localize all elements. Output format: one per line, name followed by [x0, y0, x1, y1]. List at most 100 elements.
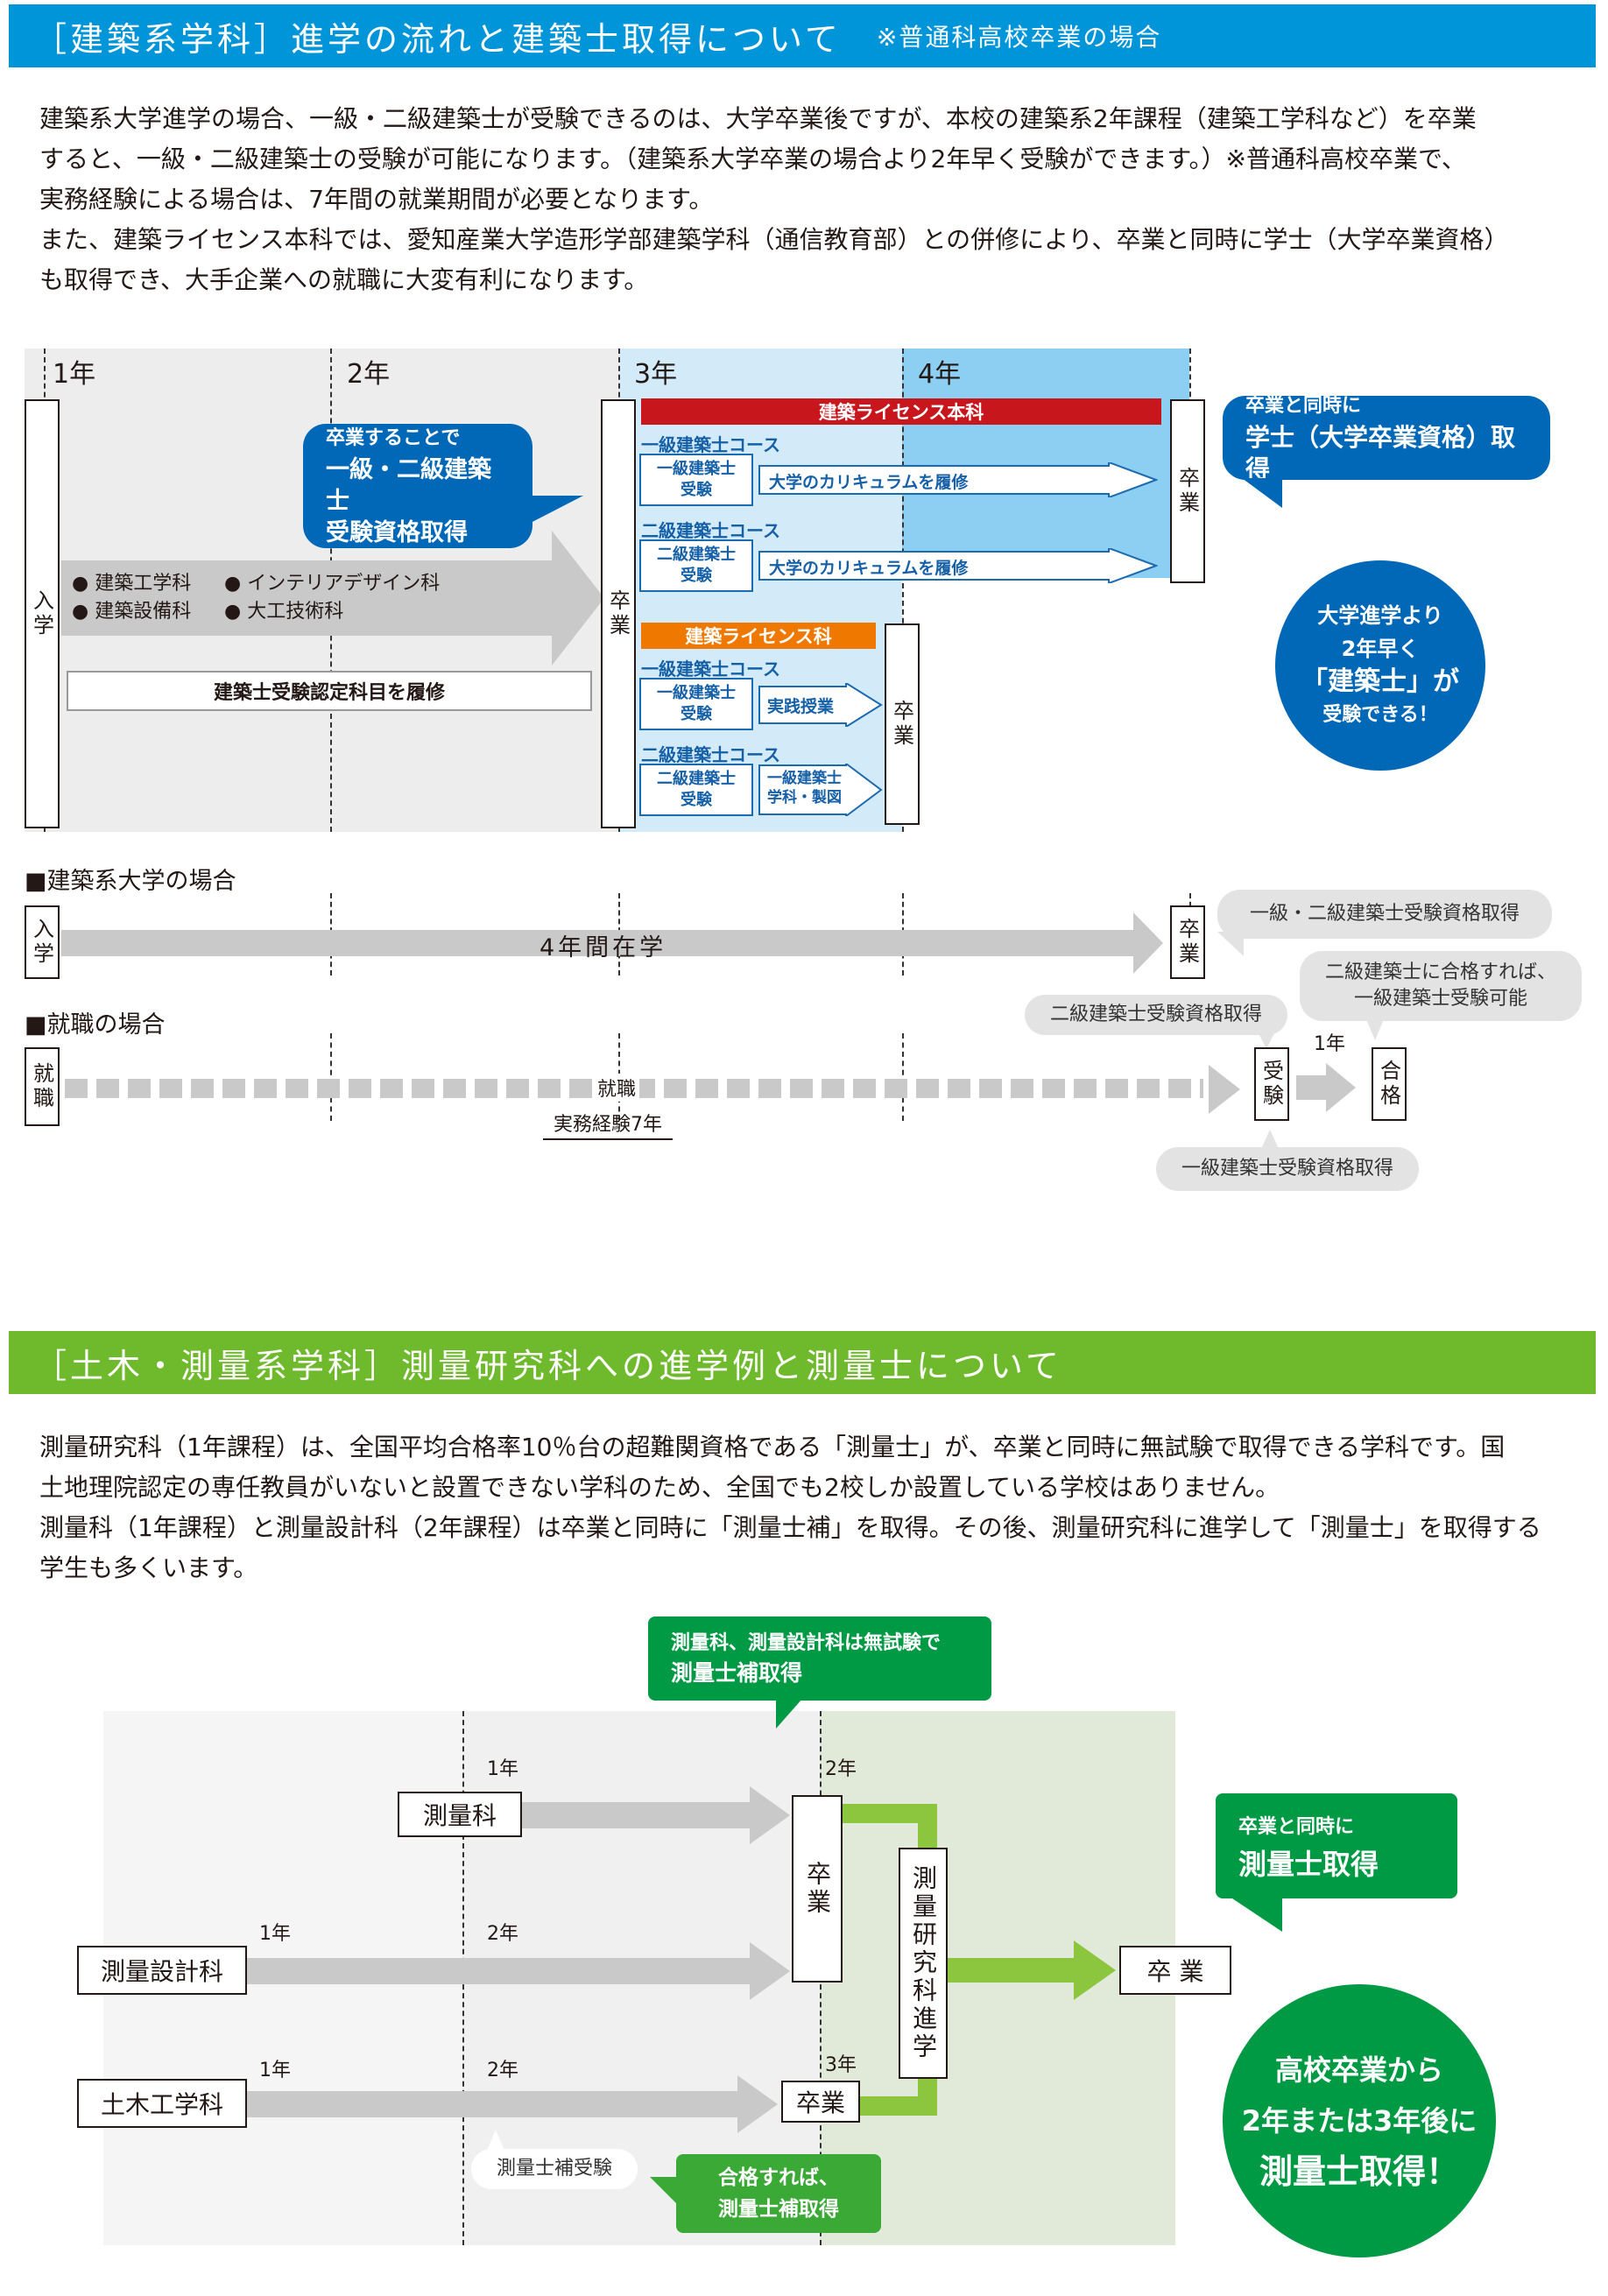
arrow-head — [1209, 1065, 1240, 1114]
bubble-line: 卒業と同時に — [1238, 1816, 1355, 1838]
course-label-2: 二級建築士コース — [641, 520, 780, 541]
early-exam-circle: 大学進学より 2年早く 「建築士」が 受験できる！ — [1275, 560, 1485, 771]
arrow-shape — [758, 461, 1159, 499]
practice-arrow: 実践授業 — [758, 681, 883, 729]
bubble-tail — [776, 1699, 802, 1729]
bubble-line: 卒業することで — [326, 427, 461, 449]
hojo-bubble: 測量科、測量設計科は無試験で 測量士補取得 — [648, 1616, 991, 1701]
civil-section-header: ［土木・測量系学科］測量研究科への進学例と測量士について — [9, 1331, 1596, 1394]
civil-pass-bubble: 合格すれば、 測量士補取得 — [676, 2154, 881, 2233]
bubble-line: 測量士補取得 — [718, 2198, 839, 2221]
bubble-line: 測量士補受験 — [496, 2158, 612, 2180]
one-year-label: 1年 — [1314, 1033, 1345, 1055]
arch-para-line: 建築系大学進学の場合、一級・二級建築士が受験できるのは、大学卒業後ですが、本校の… — [39, 104, 1477, 133]
bubble-line: 卒業と同時に — [1245, 395, 1362, 417]
green-arrow — [948, 1958, 1074, 1983]
qualification-bubble: 卒業することで 一級・二級建築士 受験資格取得 — [303, 424, 532, 548]
graduation-box: 卒業 — [885, 623, 920, 825]
graduation-box: 卒業 — [601, 399, 636, 828]
bubble-line: 一級建築士受験可能 — [1353, 988, 1527, 1010]
civil-para-line: 測量研究科（1年課程）は、全国平均合格率10％台の超難関資格である「測量士」が、… — [39, 1433, 1506, 1461]
arrow-head — [1326, 1063, 1356, 1112]
gokaku-box: 合格 — [1372, 1047, 1407, 1121]
arrow-head — [750, 1786, 790, 1844]
circle-line: 2年または3年後に — [1241, 2104, 1478, 2138]
nikyu-bubble: 二級建築士受験資格取得 — [1025, 995, 1287, 1035]
row-arrow — [247, 2091, 737, 2117]
arch-header-title: ［建築系学科］進学の流れと建築士取得について — [33, 19, 842, 59]
year-label: 1年 — [259, 1923, 291, 1945]
bachelor-bubble: 卒業と同時に 学士（大学卒業資格）取得 — [1223, 395, 1550, 483]
arrow-shape — [758, 681, 883, 729]
curriculum-text: 大学のカリキュラムを履修 — [769, 473, 969, 492]
year-label: 2年 — [487, 1923, 518, 1945]
kamoku-box: 建築士受験認定科目を履修 — [67, 671, 592, 711]
bubble-tail — [1258, 1032, 1275, 1049]
exam-box: 二級建築士 受験 — [639, 764, 753, 816]
year-label: 3年 — [825, 2054, 857, 2076]
civil-para-line: 学生も多くいます。 — [39, 1553, 258, 1582]
civil-para-line: 測量科（1年課程）と測量設計科（2年課程）は卒業と同時に「測量士補」を取得。その… — [39, 1513, 1541, 1542]
year-label: 1年 — [53, 359, 96, 390]
sokuryo-box: 測量科 — [398, 1792, 522, 1837]
civil-para-line: 土地理院認定の専任教員がいないと設置できない学科のため、全国でも2校しか設置して… — [39, 1473, 1280, 1502]
circle-line: 受験できる！ — [1322, 704, 1438, 726]
bubble-tail — [1242, 478, 1282, 508]
univ-text: 4年間在学 — [540, 934, 667, 961]
shushoku-box: 就職 — [25, 1047, 60, 1126]
arch-para-line: すると、一級・二級建築士の受験が可能になります。（建築系大学卒業の場合より2年早… — [39, 144, 1466, 173]
exam-box: 一級建築士 受験 — [639, 454, 753, 506]
bubble-tail — [1230, 1897, 1282, 1932]
row-arrow — [522, 1802, 750, 1828]
job-text: 就職 — [594, 1074, 640, 1102]
graduation-box: 卒業 — [1170, 399, 1205, 583]
arch-header-note: ※普通科高校卒業の場合 — [876, 23, 1162, 52]
bubble-tail — [1217, 932, 1244, 956]
job-exp: 実務経験7年 — [543, 1109, 673, 1140]
doboku-graduation-box: 卒業 — [781, 2081, 860, 2123]
entry-box: 入学 — [25, 399, 60, 828]
univ-label: ■建築系大学の場合 — [25, 868, 236, 895]
civil-final-bubble: 卒業と同時に 測量士取得 — [1216, 1793, 1457, 1898]
arrow-head — [1133, 912, 1163, 974]
bubble-line: 測量士補取得 — [671, 1660, 803, 1686]
univ-qual-bubble: 一級・二級建築士受験資格取得 — [1217, 890, 1552, 939]
exam-box: 一級建築士 受験 — [639, 678, 753, 730]
course-label-1: 一級建築士コース — [641, 434, 780, 455]
year-divider — [902, 1033, 904, 1121]
hojo-juken-bubble: 測量士補受験 — [471, 2149, 638, 2189]
row-arrow — [247, 1958, 750, 1984]
license-title: 建築ライセンス科 — [641, 623, 876, 649]
circle-line: 測量士取得！ — [1259, 2152, 1459, 2191]
arrow-shape — [758, 762, 883, 818]
dept-item: ● 建築設備科 — [72, 601, 192, 623]
bubble-line: 一級建築士受験資格取得 — [1181, 1158, 1393, 1180]
dept-item: ● 大工技術科 — [224, 601, 344, 623]
sekkei-box: 測量設計科 — [77, 1946, 247, 1995]
arch-para-line: も取得でき、大手企業への就職に大変有利になります。 — [39, 265, 649, 294]
practice-text: 実践授業 — [767, 697, 835, 716]
circle-line: 高校卒業から — [1274, 2053, 1443, 2087]
juken-box: 受験 — [1254, 1047, 1289, 1121]
year-divider — [902, 349, 904, 832]
dept-item: ● インテリアデザイン科 — [224, 573, 441, 595]
curriculum-text: 大学のカリキュラムを履修 — [769, 559, 969, 578]
bubble-line: 測量科、測量設計科は無試験で — [671, 1632, 942, 1654]
year-label: 1年 — [487, 1758, 518, 1780]
arch-description: 建築系大学進学の場合、一級・二級建築士が受験できるのは、大学卒業後ですが、本校の… — [39, 99, 1581, 300]
year-4-band — [902, 349, 1189, 578]
entry-box: 入学 — [25, 905, 60, 979]
curriculum-arrow: 大学のカリキュラムを履修 — [758, 461, 1159, 499]
ikkyu-bubble: 一級建築士受験資格取得 — [1156, 1147, 1419, 1191]
civil-circle: 高校卒業から 2年または3年後に 測量士取得！ — [1223, 1984, 1496, 2257]
circle-line: 大学進学より — [1317, 603, 1443, 628]
green-connector — [843, 1804, 937, 1823]
course-label-1: 一級建築士コース — [641, 659, 780, 680]
arrow-head — [1074, 1940, 1116, 2000]
bubble-line: 測量士取得 — [1238, 1848, 1379, 1881]
bubble-tail — [1261, 1130, 1279, 1149]
years-1-2-arrow — [61, 560, 552, 636]
final-graduation-box: 卒 業 — [1119, 1946, 1231, 1995]
bubble-line: 二級建築士に合格すれば、 — [1324, 961, 1556, 983]
doboku-box: 土木工学科 — [77, 2079, 247, 2128]
